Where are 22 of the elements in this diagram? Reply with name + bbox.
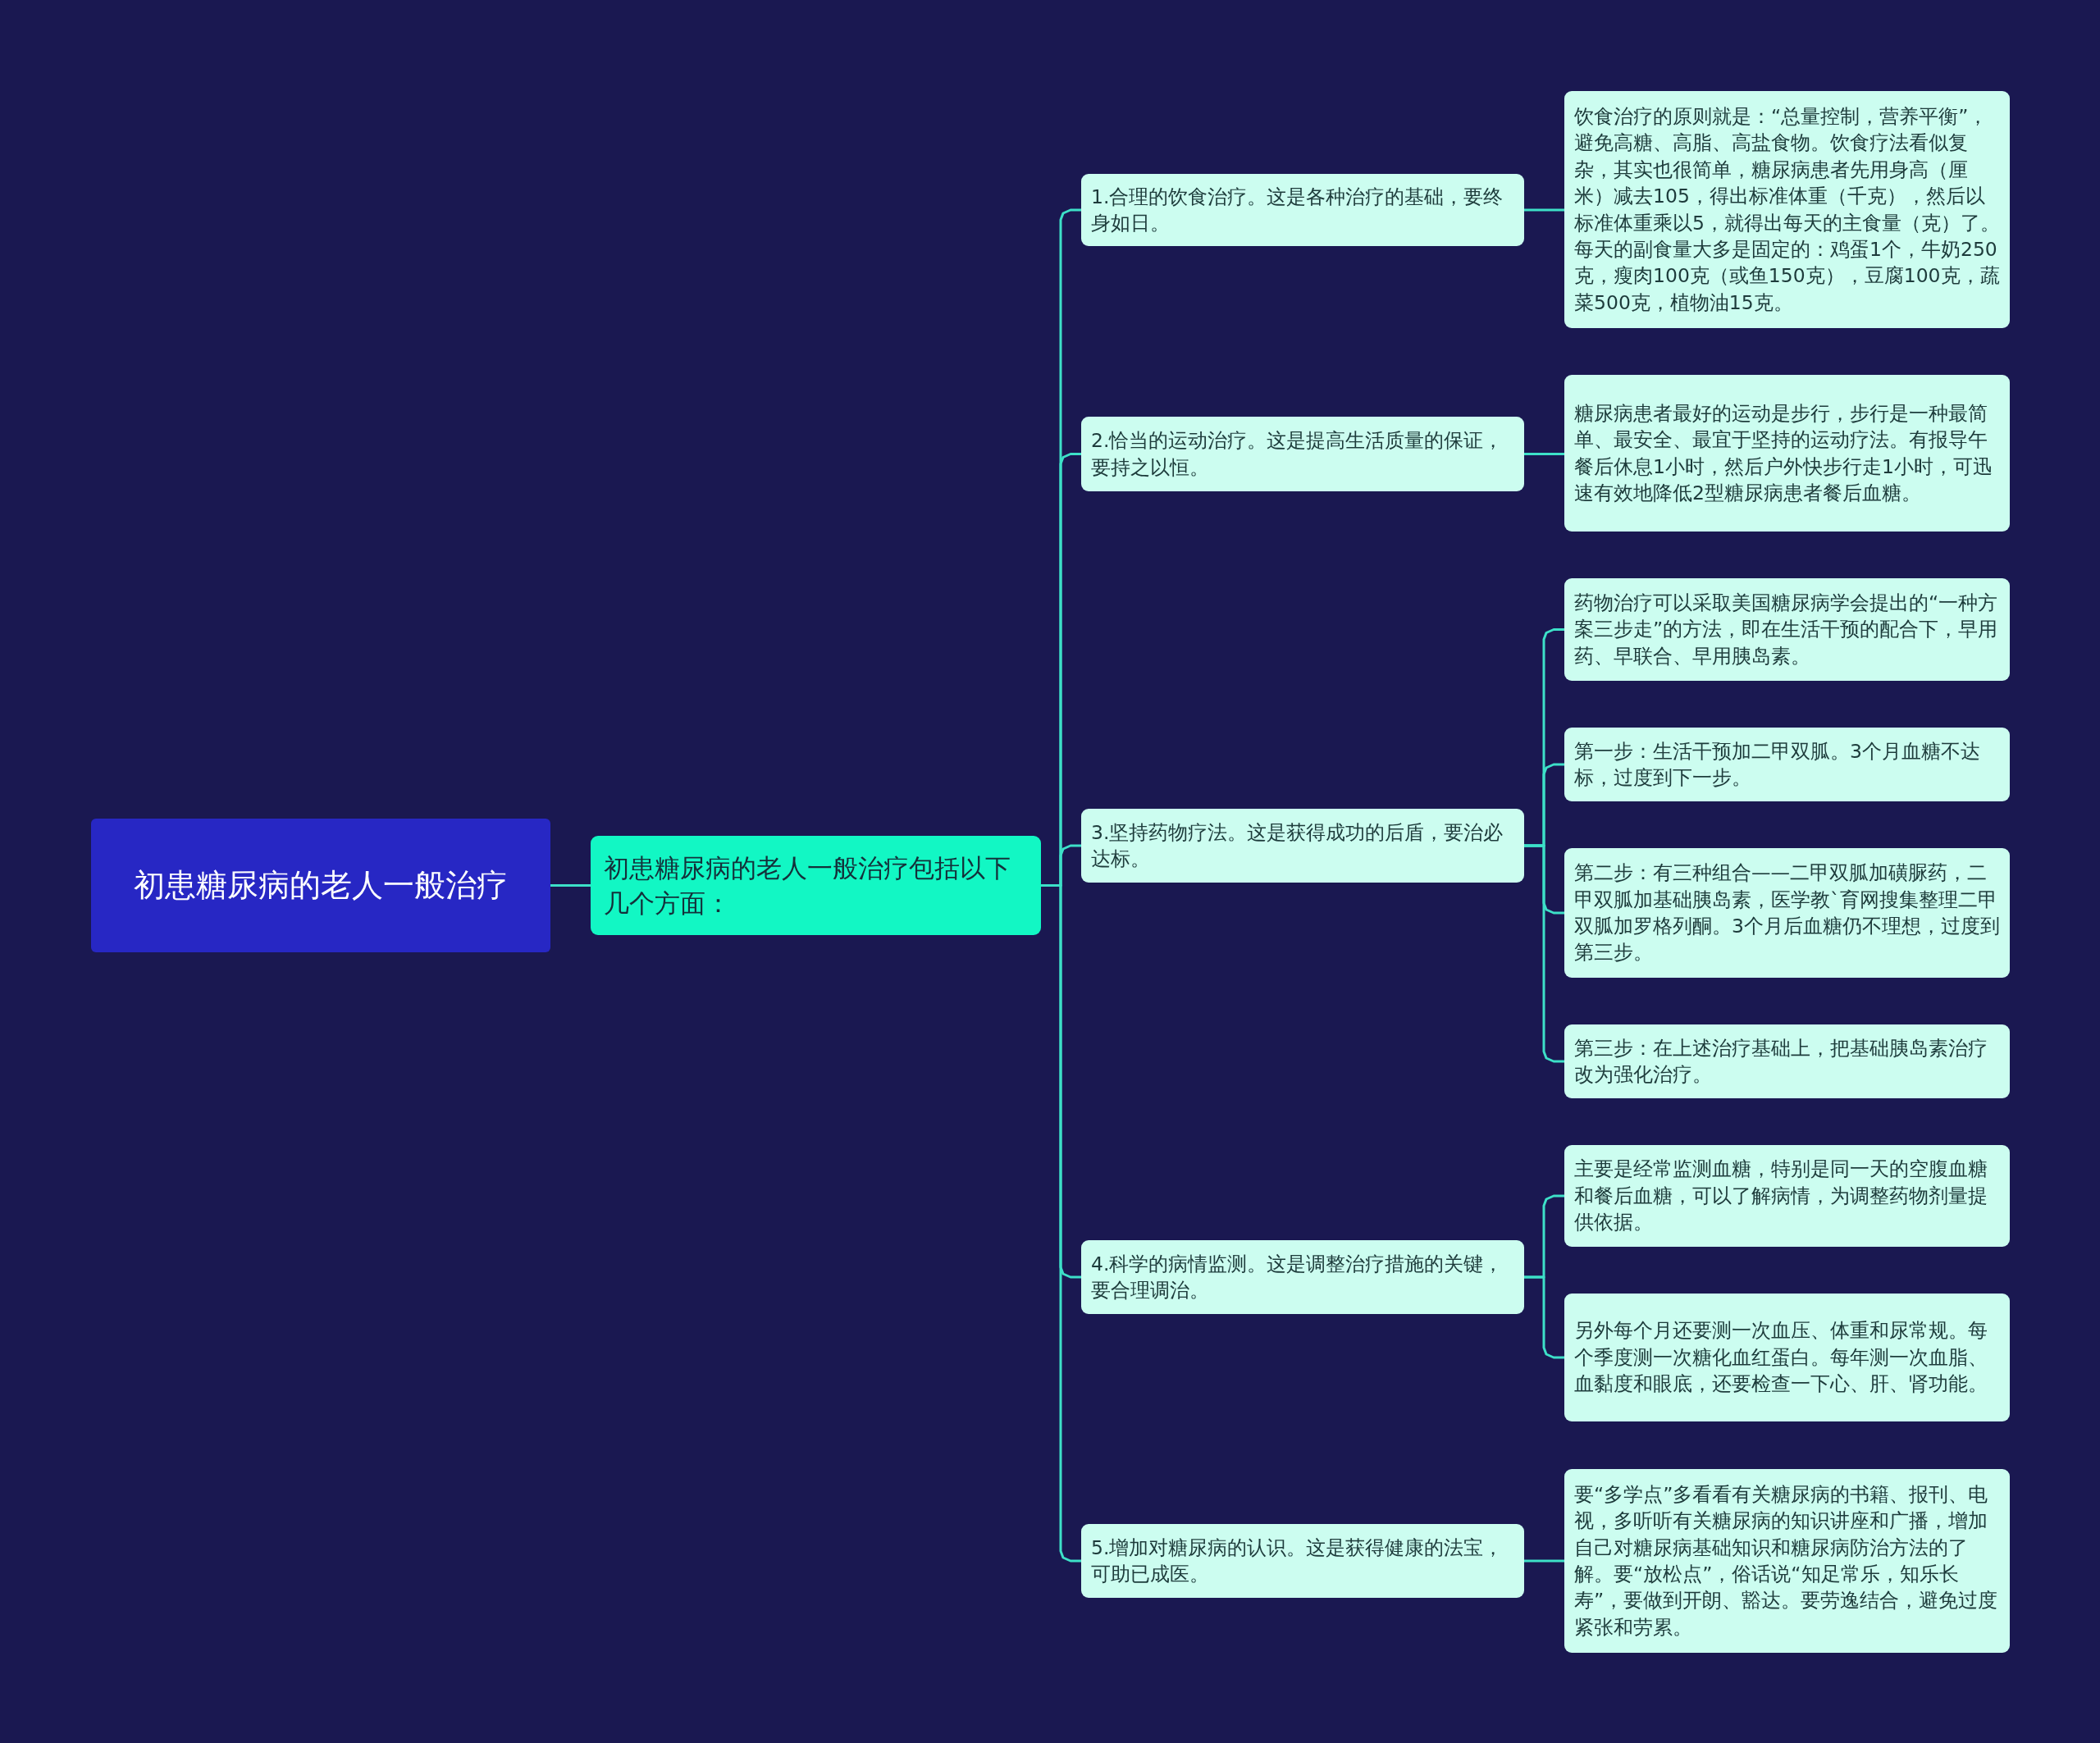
connector-line <box>1524 208 1564 212</box>
connector-line <box>1524 453 1564 455</box>
main-topic-box: 初患糖尿病的老人一般治疗包括以下几个方面： <box>591 836 1041 935</box>
detail-box: 第一步：生活干预加二甲双胍。3个月血糖不达标，过度到下一步。 <box>1564 728 2010 801</box>
subtopic-box: 4.科学的病情监测。这是调整治疗措施的关键，要合理调治。 <box>1081 1240 1524 1314</box>
central-topic-box: 初患糖尿病的老人一般治疗 <box>91 819 550 952</box>
detail-box: 第三步：在上述治疗基础上，把基础胰岛素治疗改为强化治疗。 <box>1564 1024 2010 1098</box>
detail-box: 要“多学点”多看看有关糖尿病的书籍、报刊、电视，多听听有关糖尿病的知识讲座和广播，增加自己对糖尿病基础知识和糖尿病防治方法的了解。要“放松点”，俗话说“知足常乐，知乐长寿”，要做到开朗、豁达。要劳逸结合，避免过度紧张和劳累。 <box>1564 1469 2010 1653</box>
connector-line <box>1524 844 1564 1063</box>
detail-box: 饮食治疗的原则就是：“总量控制，营养平衡”，避免高糖、高脂、高盐食物。饮食疗法看似复杂，其实也很简单，糖尿病患者先用身高（厘米）减去105，得出标准体重（千克），然后以标准体重乘以5，就得出每天的主食量（克）了。每天的副食量大多是固定的：鸡蛋1个，牛奶250克，瘦肉100克（或鱼150克），豆腐100克，蔬菜500克，植物油15克。 <box>1564 91 2010 328</box>
connector-line <box>1524 1559 1564 1563</box>
connector-line <box>1524 1275 1564 1359</box>
detail-box: 主要是经常监测血糖，特别是同一天的空腹血糖和餐后血糖，可以了解病情，为调整药物剂量提供依据。 <box>1564 1145 2010 1247</box>
subtopic-box: 1.合理的饮食治疗。这是各种治疗的基础，要终身如日。 <box>1081 174 1524 246</box>
detail-box: 另外每个月还要测一次血压、体重和尿常规。每个季度测一次糖化血红蛋白。每年测一次血脂、血黏度和眼底，还要检查一下心、肝、肾功能。 <box>1564 1294 2010 1421</box>
detail-box: 药物治疗可以采取美国糖尿病学会提出的“一种方案三步走”的方法，即在生活干预的配合下，早用药、早联合、早用胰岛素。 <box>1564 578 2010 681</box>
subtopic-box: 2.恰当的运动治疗。这是提高生活质量的保证，要持之以恒。 <box>1081 417 1524 491</box>
connector-line <box>550 884 591 887</box>
subtopic-box: 5.增加对糖尿病的认识。这是获得健康的法宝，可助已成医。 <box>1081 1524 1524 1598</box>
detail-box: 糖尿病患者最好的运动是步行，步行是一种最简单、最安全、最宜于坚持的运动疗法。有报导午餐后休息1小时，然后户外快步行走1小时，可迅速有效地降低2型糖尿病患者餐后血糖。 <box>1564 375 2010 532</box>
subtopic-box: 3.坚持药物疗法。这是获得成功的后盾，要治必达标。 <box>1081 809 1524 883</box>
detail-box: 第二步：有三种组合——二甲双胍加磺脲药，二甲双胍加基础胰岛素，医学教`育网搜集整理二甲双胍加罗格列酮。3个月后血糖仍不理想，过度到第三步。 <box>1564 848 2010 978</box>
